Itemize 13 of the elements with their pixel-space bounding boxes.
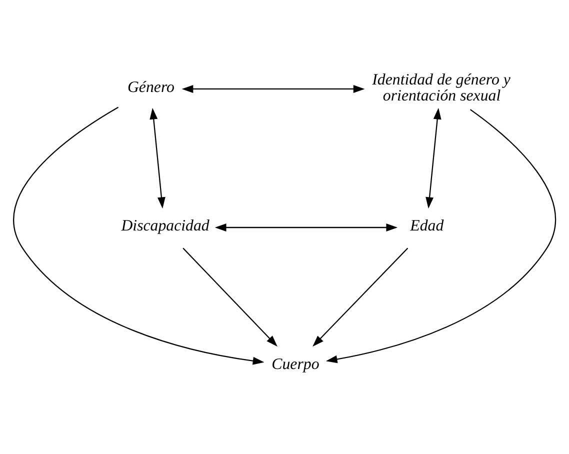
arrow — [426, 107, 442, 208]
node-text: Edad — [410, 217, 444, 234]
node-text: Identidad de género y orientación sexual — [372, 71, 510, 104]
arrow — [326, 108, 556, 363]
arrow — [182, 247, 278, 346]
arrow — [150, 107, 166, 208]
arrow — [214, 223, 398, 231]
arrow — [312, 247, 408, 346]
node-text: Discapacidad — [121, 217, 210, 234]
node-text: Cuerpo — [272, 356, 320, 373]
node-text: Género — [127, 78, 174, 96]
arrow — [182, 84, 365, 92]
arrow — [13, 106, 264, 364]
